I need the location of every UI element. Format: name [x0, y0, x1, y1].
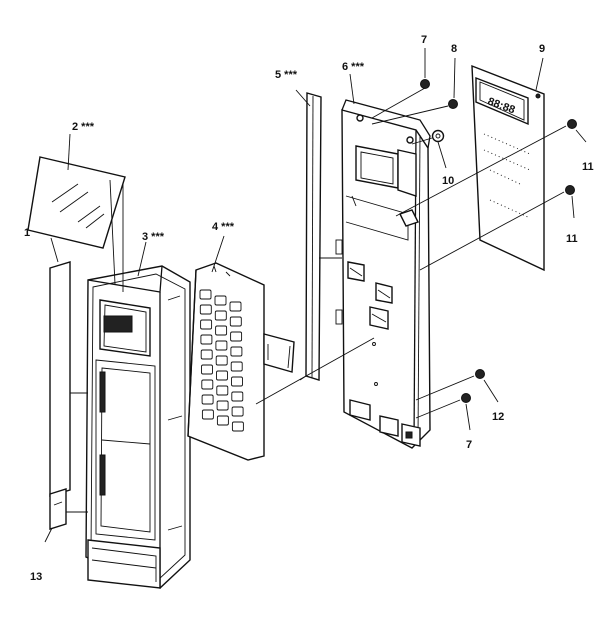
keypad-key — [216, 415, 229, 426]
keypad-key — [231, 421, 244, 432]
keypad-key — [216, 370, 228, 381]
washer-10 — [431, 129, 445, 143]
screw-8 — [448, 99, 458, 109]
keypad-key — [230, 331, 243, 342]
part-5-strip — [305, 92, 322, 381]
keypad-key — [200, 334, 213, 345]
callout-6: 6 *** — [342, 61, 365, 73]
callout-7-bottom: 7 — [466, 439, 472, 451]
callout-11-lower: 11 — [566, 233, 578, 245]
callout-11-upper: 11 — [582, 161, 594, 173]
keypad-key — [201, 364, 213, 375]
callout-12: 12 — [492, 411, 504, 423]
keypad-key — [201, 394, 214, 405]
keypad-key — [199, 289, 212, 300]
keypad-key — [215, 355, 228, 366]
part-3-door-frame — [85, 265, 191, 589]
callout-5: 5 *** — [275, 69, 298, 81]
keypad-key — [231, 391, 244, 402]
keypad-key — [199, 304, 212, 315]
keypad-key — [231, 376, 243, 387]
keypad-key — [214, 295, 227, 306]
keypad-key — [200, 349, 213, 360]
keypad-key — [231, 406, 244, 417]
keypad-key — [230, 361, 243, 372]
part-6-control-bracket — [335, 99, 431, 449]
callout-4: 4 *** — [212, 221, 235, 233]
keypad-buttons — [199, 289, 244, 432]
callout-13: 13 — [30, 571, 42, 583]
callout-9: 9 — [539, 43, 545, 55]
keypad-key — [216, 400, 229, 411]
callout-1: 1 — [24, 227, 30, 239]
keypad-key — [215, 340, 228, 351]
callout-10: 10 — [442, 175, 454, 187]
keypad-key — [230, 346, 243, 357]
keypad-key — [214, 310, 227, 321]
callout-2: 2 *** — [72, 121, 95, 133]
callout-7-top: 7 — [421, 34, 427, 46]
keypad-key — [215, 325, 228, 336]
callout-8: 8 — [451, 43, 457, 55]
keypad-key — [229, 316, 242, 327]
part-1-strip — [49, 261, 71, 497]
part-13-block — [49, 488, 67, 530]
assembly-lines — [44, 48, 587, 543]
screw-7-bottom — [461, 393, 471, 403]
screw-7-top — [420, 79, 430, 89]
screw-11-upper — [567, 119, 577, 129]
keypad-key — [216, 385, 229, 396]
keypad-key — [229, 301, 242, 312]
callout-3: 3 *** — [142, 231, 165, 243]
callout-labels: 1 2 *** 3 *** 4 *** 5 *** 6 *** 7 8 9 10… — [24, 34, 594, 583]
keypad-key — [201, 379, 214, 390]
keypad-key — [201, 409, 214, 420]
screw-11-lower — [565, 185, 575, 195]
keypad-key — [200, 319, 213, 330]
part-2-glass-panel — [27, 156, 126, 249]
screw-12 — [475, 369, 485, 379]
part-9-display-board: 88:88 — [471, 64, 545, 272]
